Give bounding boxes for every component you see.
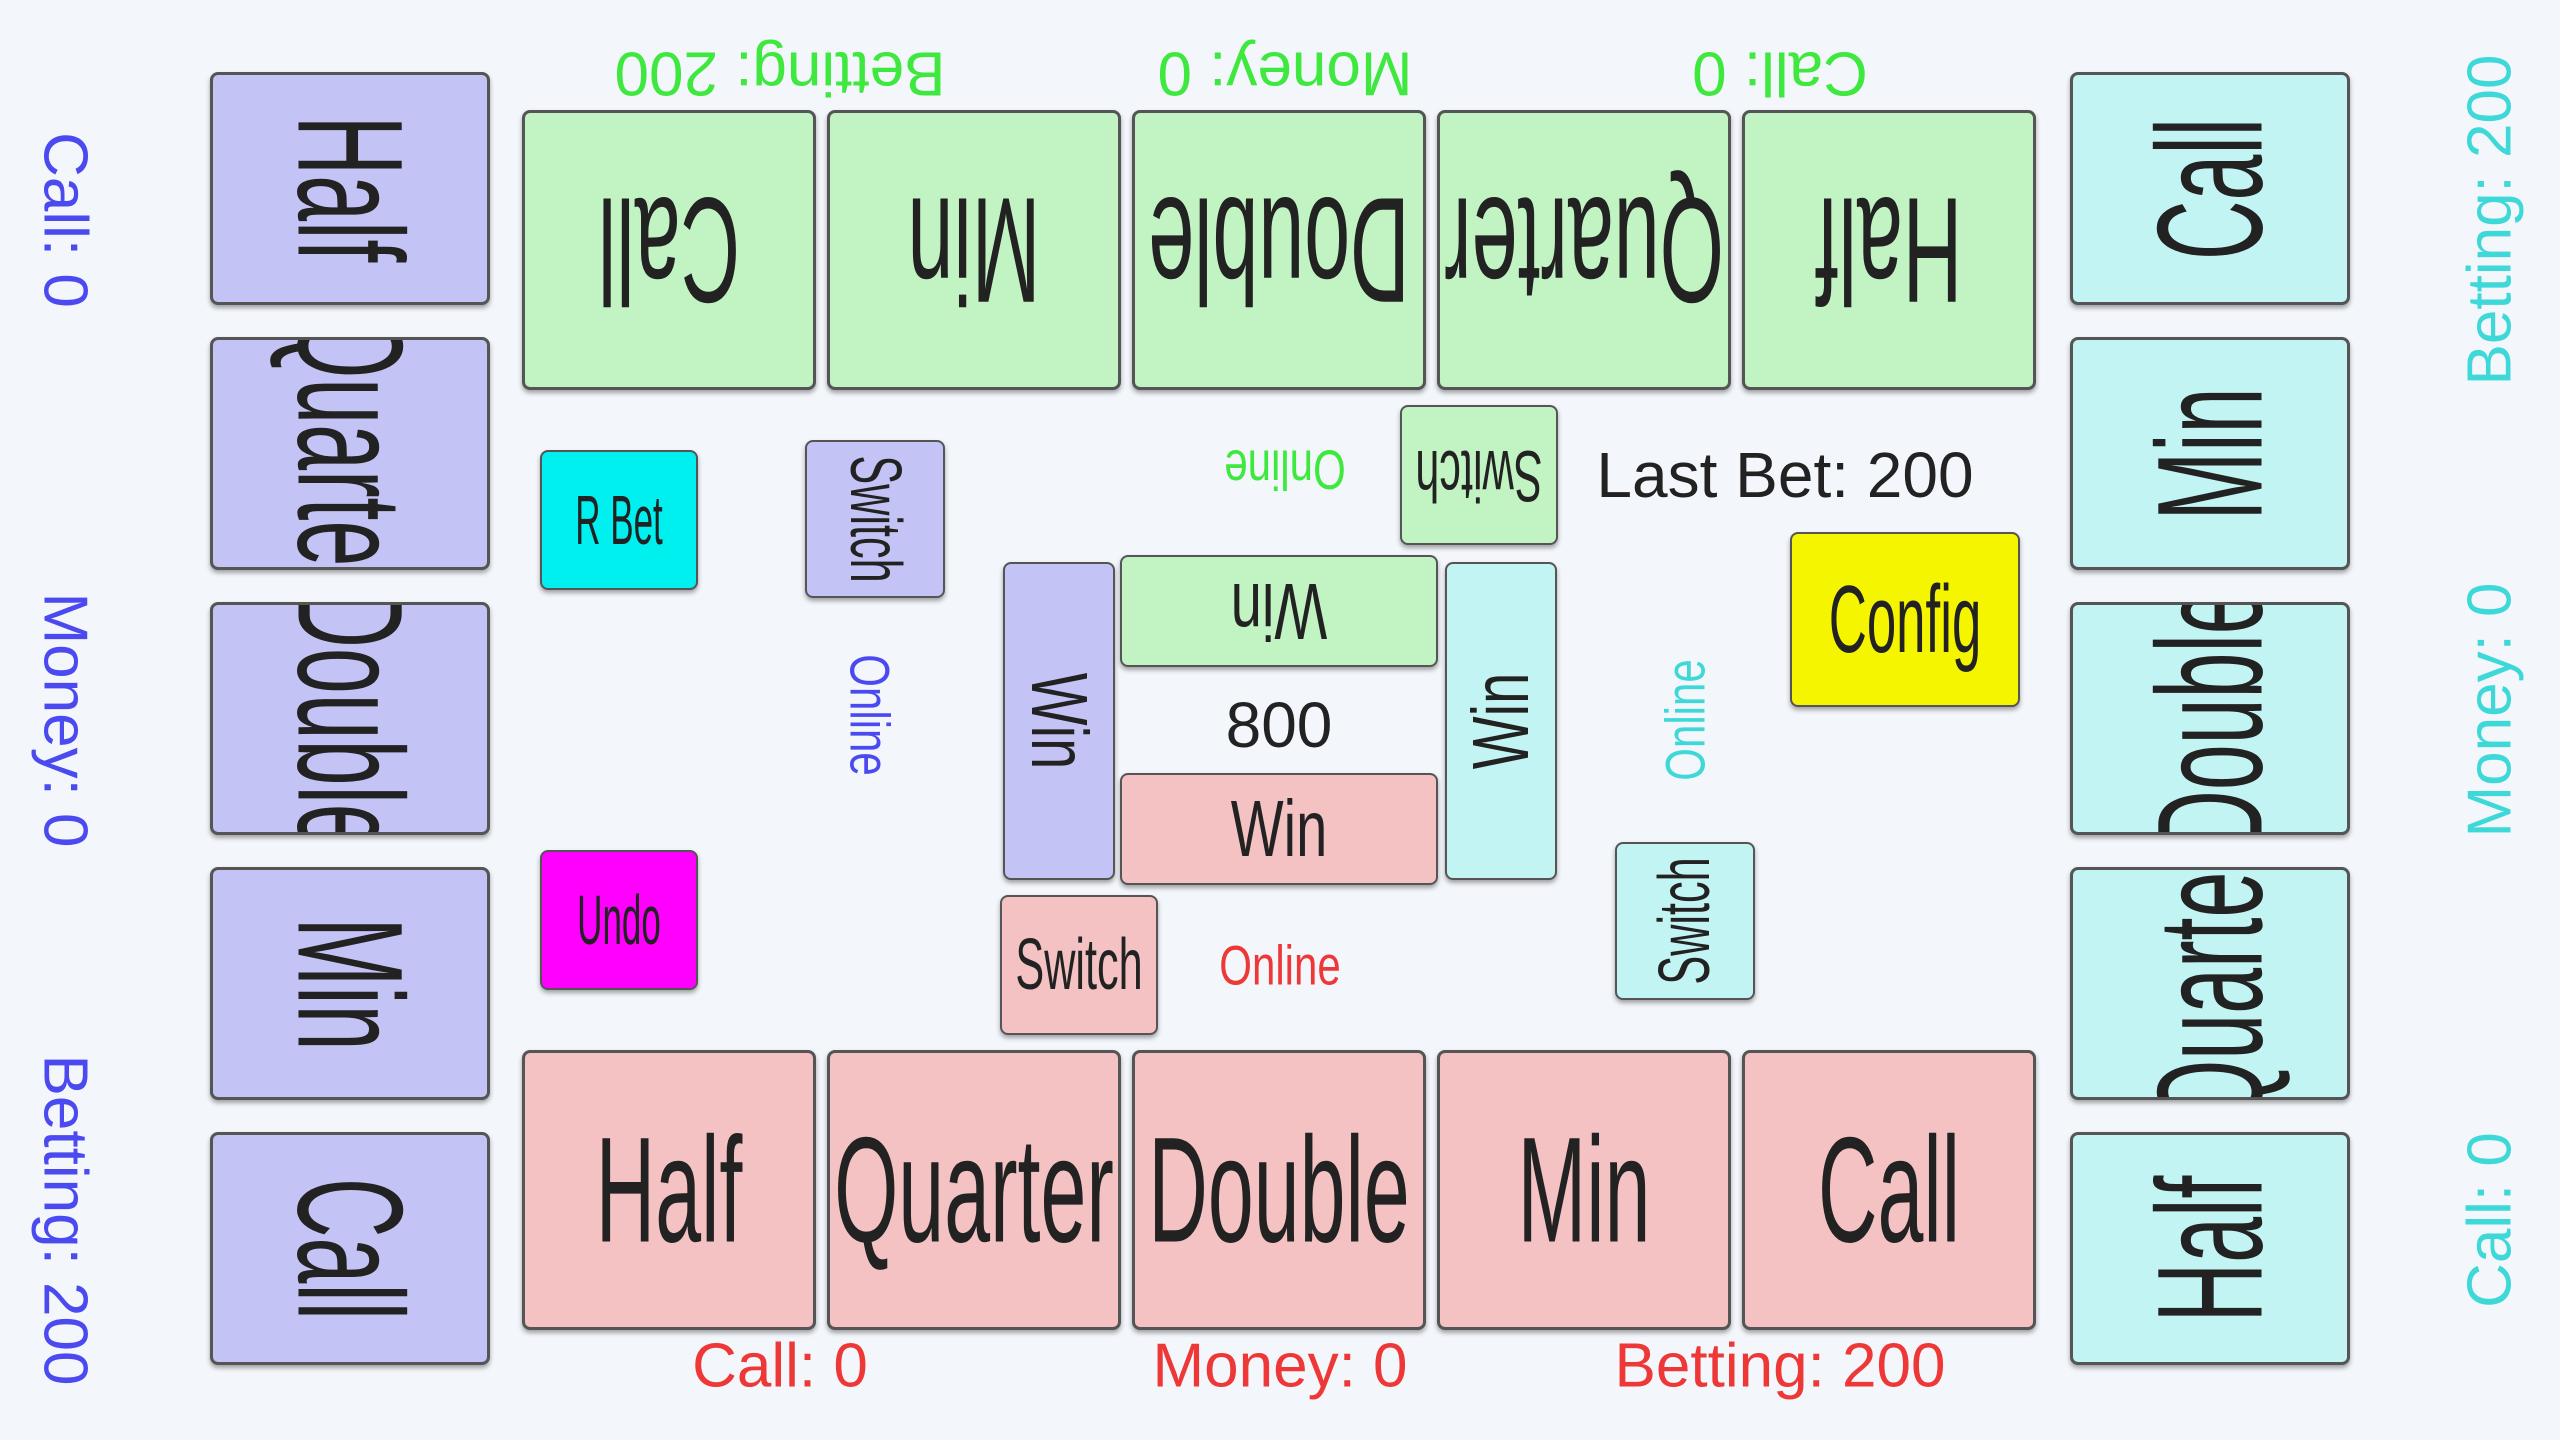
left-double-button[interactable]: Double — [210, 602, 490, 835]
left-switch-button[interactable]: Switch — [805, 440, 945, 598]
top-call-label: Call: 0 — [1692, 38, 1868, 108]
top-win-button[interactable]: Win — [1120, 555, 1438, 667]
config-button[interactable]: Config — [1790, 532, 2020, 707]
left-online-status: Online — [838, 654, 902, 776]
bottom-money-label: Money: 0 — [1152, 1331, 1408, 1401]
top-quarter-button[interactable]: Quarter — [1437, 110, 1731, 390]
left-betting-label: Betting: 200 — [30, 1054, 100, 1386]
bottom-half-button[interactable]: Half — [522, 1050, 816, 1330]
top-double-button[interactable]: Double — [1132, 110, 1426, 390]
right-online-status: Online — [1653, 659, 1717, 781]
top-betting-label: Betting: 200 — [614, 38, 946, 108]
left-half-button[interactable]: Half — [210, 72, 490, 305]
top-switch-button[interactable]: Switch — [1400, 405, 1558, 545]
top-call-button[interactable]: Call — [522, 110, 816, 390]
bottom-call-label: Call: 0 — [692, 1331, 868, 1401]
right-call-label: Call: 0 — [2455, 1132, 2525, 1308]
top-min-button[interactable]: Min — [827, 110, 1121, 390]
right-call-button[interactable]: Call — [2070, 72, 2350, 305]
right-betting-label: Betting: 200 — [2455, 54, 2525, 386]
undo-button[interactable]: Undo — [540, 850, 698, 990]
left-call-button[interactable]: Call — [210, 1132, 490, 1365]
left-win-button[interactable]: Win — [1003, 562, 1115, 880]
bottom-betting-label: Betting: 200 — [1614, 1331, 1946, 1401]
last-bet-label: Last Bet: 200 — [1596, 439, 1974, 511]
pot-amount: 800 — [1225, 689, 1333, 761]
right-half-button[interactable]: Half — [2070, 1132, 2350, 1365]
right-quarter-button[interactable]: Quarter — [2070, 867, 2350, 1100]
right-switch-button[interactable]: Switch — [1615, 842, 1755, 1000]
right-money-label: Money: 0 — [2455, 582, 2525, 838]
top-money-label: Money: 0 — [1157, 38, 1413, 108]
left-min-button[interactable]: Min — [210, 867, 490, 1100]
right-win-button[interactable]: Win — [1445, 562, 1557, 880]
bottom-call-button[interactable]: Call — [1742, 1050, 2036, 1330]
right-min-button[interactable]: Min — [2070, 337, 2350, 570]
bottom-double-button[interactable]: Double — [1132, 1050, 1426, 1330]
bottom-win-button[interactable]: Win — [1120, 773, 1438, 885]
top-half-button[interactable]: Half — [1742, 110, 2036, 390]
left-quarter-button[interactable]: Quarter — [210, 337, 490, 570]
right-double-button[interactable]: Double — [2070, 602, 2350, 835]
bottom-quarter-button[interactable]: Quarter — [827, 1050, 1121, 1330]
bottom-switch-button[interactable]: Switch — [1000, 895, 1158, 1035]
top-online-status: Online — [1224, 438, 1346, 502]
bottom-min-button[interactable]: Min — [1437, 1050, 1731, 1330]
bottom-online-status: Online — [1219, 933, 1341, 997]
left-money-label: Money: 0 — [30, 592, 100, 848]
rbet-button[interactable]: R Bet — [540, 450, 698, 590]
left-call-label: Call: 0 — [30, 132, 100, 308]
